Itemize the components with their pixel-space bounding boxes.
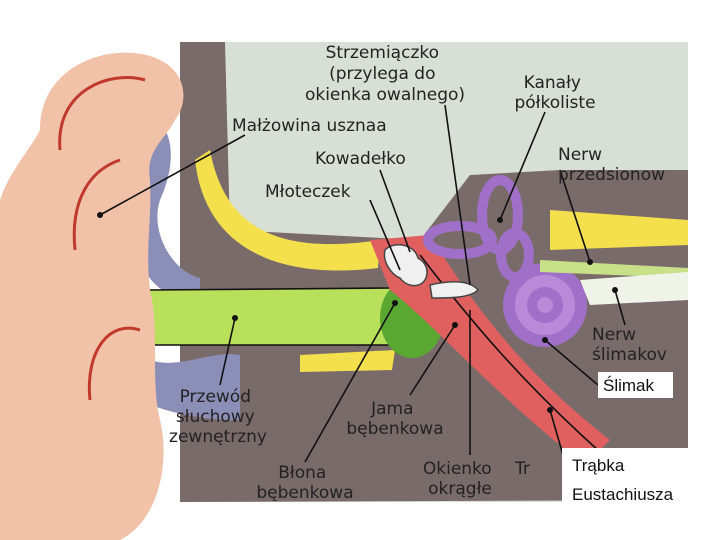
label-nerw-przedsionkowy: Nerw przedsionow xyxy=(558,145,665,185)
dot-przewod xyxy=(232,315,238,321)
cartilage-lower xyxy=(140,354,240,420)
label-okienko-line1: Okienko xyxy=(423,459,492,479)
auricle xyxy=(0,52,184,540)
yellow-layer-lower xyxy=(300,350,395,372)
leader-jama xyxy=(409,324,456,396)
cochlear-nerve xyxy=(580,272,688,305)
dot-nerw-slimakowy xyxy=(612,287,618,293)
label-slimak: Ślimak xyxy=(603,376,655,395)
leader-przewod xyxy=(219,317,236,386)
label-nerw-slimakowy: Nerw ślimakov xyxy=(592,325,667,365)
leader-malzowina xyxy=(99,134,246,216)
cartilage xyxy=(137,110,200,300)
label-strzemiaczko-line1: Strzemiączko xyxy=(326,43,439,63)
leader-nerw-slimakowy xyxy=(614,289,626,326)
dot-blona xyxy=(392,300,398,306)
dot-jama xyxy=(452,322,458,328)
leader-slimak xyxy=(544,339,599,386)
label-kanaly-line2: półkoliste xyxy=(514,93,595,113)
label-strzemiaczko-line2: (przylega do xyxy=(329,64,435,84)
auricle-fold-lower xyxy=(87,326,141,401)
tube-line xyxy=(419,254,601,453)
label-malzowina: Małżowina usznaa xyxy=(232,116,387,136)
leader-nerw-przedsionkowy xyxy=(559,169,591,263)
label-mloteczek: Młoteczek xyxy=(265,182,351,202)
label-blona-line2: bębenkowa xyxy=(256,483,353,503)
label-trabka-cut: Tr xyxy=(514,459,530,479)
cochlea xyxy=(503,263,587,347)
vestibular-nerve xyxy=(540,260,688,278)
leader-mloteczek xyxy=(369,199,401,271)
ossicles xyxy=(383,243,428,287)
dot-malzowina xyxy=(97,212,103,218)
auricle-fold xyxy=(72,158,121,251)
dot-nerw-przedsionkowy xyxy=(587,259,593,265)
label-nerw-slimakowy-line2: ślimakov xyxy=(592,345,667,365)
auricle-rim xyxy=(58,76,146,151)
label-trabka-line2: Eustachiusza xyxy=(572,485,674,504)
leader-blona xyxy=(304,302,396,463)
label-okienko-line2: okrągłe xyxy=(428,479,492,499)
label-nerw-przedsionkowy-line1: Nerw xyxy=(558,145,602,165)
label-przewod-line3: zewnętrzny xyxy=(169,427,267,447)
label-blona-line1: Błona xyxy=(278,463,326,483)
label-box-trabka xyxy=(562,448,702,510)
upper-cavity xyxy=(235,42,688,230)
label-przewod: Przewód słuchowy zewnętrzny xyxy=(169,387,267,447)
yellow-layer-upper xyxy=(195,150,380,271)
ear-canal xyxy=(150,288,415,345)
label-nerw-przedsionkowy-line2: przedsionow xyxy=(558,165,665,185)
label-box-slimak xyxy=(598,372,673,398)
label-okienko: Okienko okrągłe xyxy=(423,459,497,499)
label-kanaly: Kanały półkoliste xyxy=(514,73,595,113)
leader-kanaly xyxy=(499,111,546,221)
label-jama-line1: Jama xyxy=(370,399,413,419)
dot-trabka xyxy=(547,407,553,413)
label-nerw-slimakowy-line1: Nerw xyxy=(592,325,636,345)
label-kowadelko: Kowadełko xyxy=(315,149,406,169)
label-kanaly-line1: Kanały xyxy=(524,73,581,93)
label-trabka-line1: Trąbka xyxy=(572,456,625,475)
label-strzemiaczko-line3: okienka owalnego) xyxy=(305,85,465,105)
dot-slimak xyxy=(542,337,548,343)
label-przewod-line2: słuchowy xyxy=(176,407,255,427)
leader-kowadelko xyxy=(379,169,411,253)
label-jama-line2: bębenkowa xyxy=(346,419,443,439)
yellow-layer-right xyxy=(550,210,688,250)
leader-strzemiaczko xyxy=(444,104,471,286)
label-jama: Jama bębenkowa xyxy=(346,399,443,439)
canal-outline-top xyxy=(149,287,396,291)
dot-kanaly xyxy=(497,217,503,223)
label-trabka: Trąbka Eustachiusza xyxy=(572,456,674,504)
label-blona: Błona bębenkowa xyxy=(256,463,353,503)
stapes xyxy=(429,280,480,299)
label-przewod-line1: Przewód xyxy=(180,387,251,407)
label-strzemiaczko: Strzemiączko (przylega do okienka owalne… xyxy=(305,43,465,105)
